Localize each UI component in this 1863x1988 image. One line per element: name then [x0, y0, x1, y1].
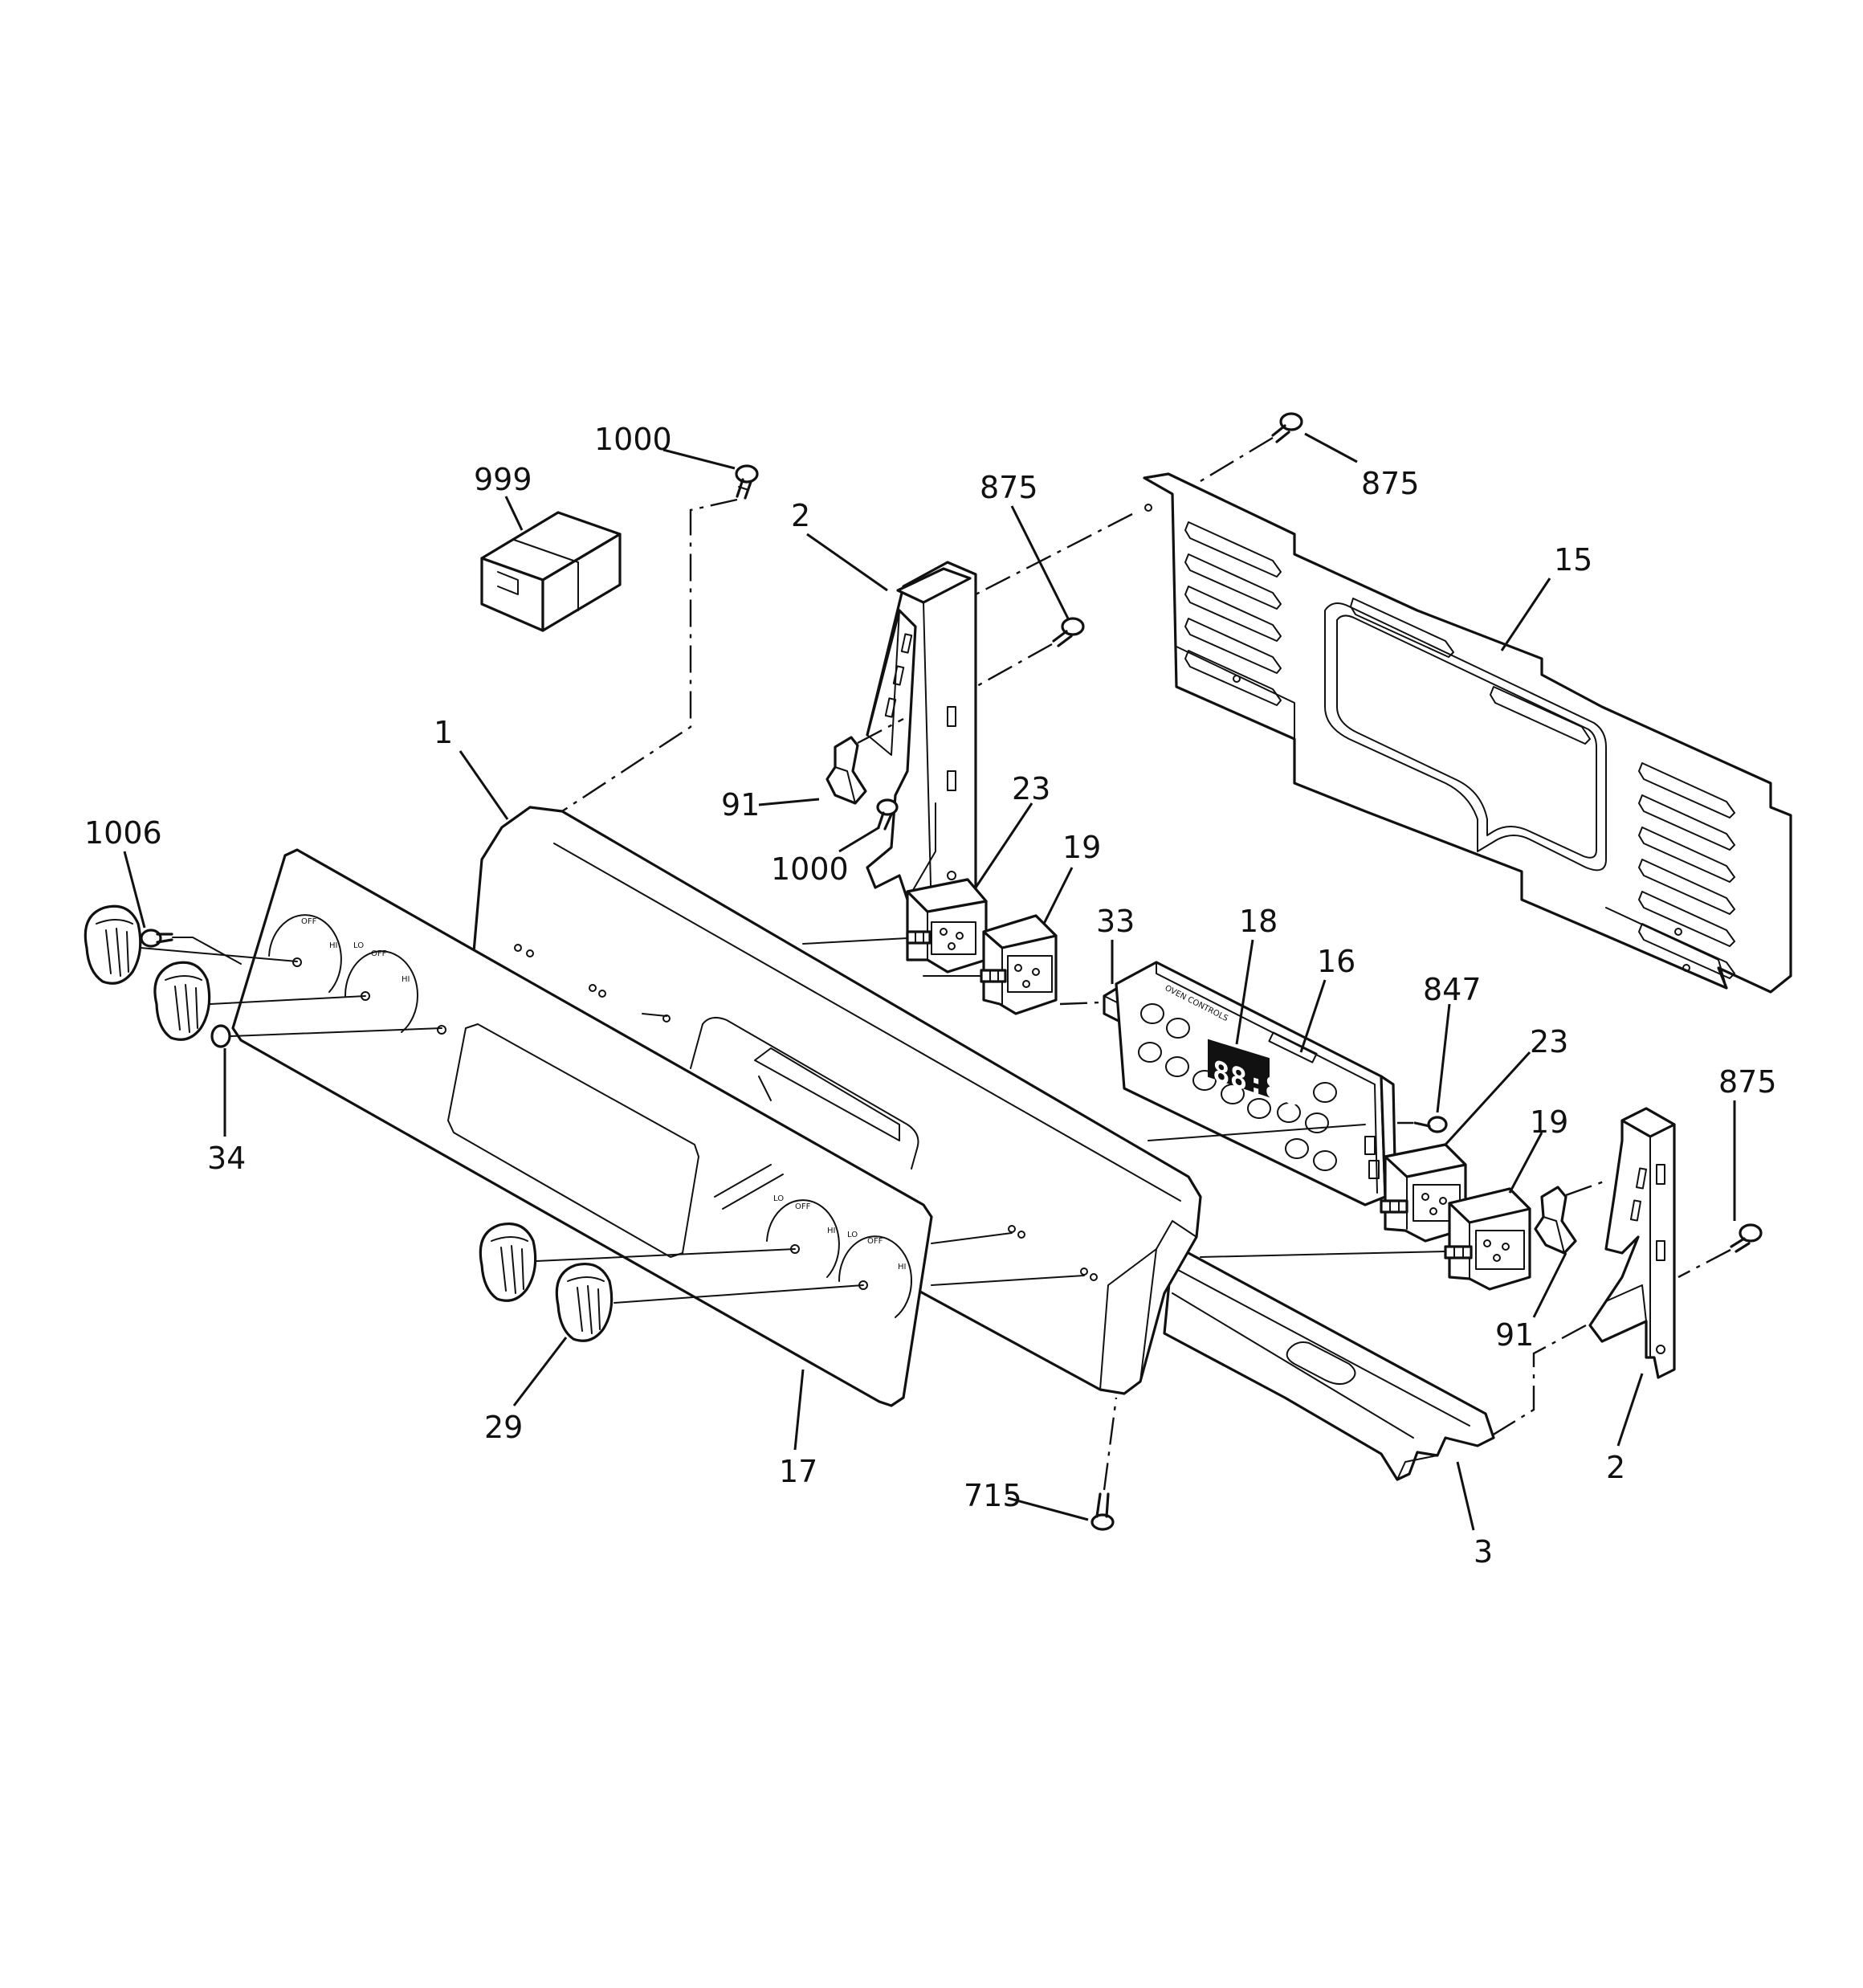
label-lo-2: LO — [353, 941, 364, 950]
axis-hole — [642, 1013, 667, 1017]
callout-875-b: 875 — [1361, 466, 1420, 501]
label-hi-1: HI — [329, 941, 337, 950]
part-19-switch-left — [980, 914, 1058, 1015]
axis-knob-2 — [210, 995, 366, 1005]
part-34-indicator — [210, 1024, 231, 1048]
callout-1006: 1006 — [84, 815, 162, 851]
screw-875-right — [1730, 1223, 1763, 1253]
louvers-right — [1638, 762, 1735, 979]
axis-switch-23-left — [802, 937, 908, 945]
screw-1000-top — [735, 464, 759, 500]
label-off-2: OFF — [371, 949, 387, 958]
callout-17: 17 — [779, 1454, 817, 1489]
label-hi-2: HI — [402, 975, 410, 984]
axis-875-top — [1196, 436, 1274, 485]
louvers-center — [1350, 598, 1591, 745]
callout-23-b: 23 — [1530, 1024, 1568, 1059]
part-91-right-clip — [1534, 1186, 1577, 1255]
callout-999: 999 — [474, 462, 532, 497]
screw-875-mid — [1052, 617, 1085, 647]
callout-19-a: 19 — [1062, 830, 1101, 865]
part-17-control-panel: OFF OFF LO HI HI OFF OFF LO LO HI HI — [231, 848, 933, 1407]
part-23-switch-right — [1380, 1143, 1467, 1243]
part-2-left-endcap — [866, 561, 977, 925]
axis-screw-715 — [1103, 1397, 1118, 1491]
axis-knob-lower-2 — [614, 1284, 864, 1304]
axis-clip-91-right — [1565, 1179, 1607, 1197]
axis-connector-33 — [1059, 1001, 1101, 1006]
label-off-3: OFF — [795, 1202, 811, 1211]
axis-hole-2 — [931, 1232, 1013, 1244]
axis-hole-3 — [931, 1275, 1085, 1286]
axis-switch-19-right — [1200, 1251, 1446, 1258]
callout-labels: 1000 999 875 875 2 15 1 91 1006 1000 23 … — [84, 422, 1777, 1570]
axis-875-right — [1678, 1248, 1731, 1279]
callout-875-c: 875 — [1718, 1064, 1777, 1100]
callout-19-b: 19 — [1530, 1104, 1568, 1140]
axis-875-shield — [975, 512, 1133, 596]
axis-control-board — [1148, 1124, 1366, 1141]
callout-715: 715 — [964, 1478, 1022, 1513]
leader-lines — [123, 432, 1736, 1531]
control-buttons — [1138, 1003, 1337, 1171]
label-lo-4: LO — [847, 1231, 858, 1239]
callout-15: 15 — [1554, 542, 1592, 578]
knob-lower-29 — [555, 1263, 614, 1342]
axis-screw-1006 — [172, 937, 242, 965]
label-hi-4: HI — [898, 1263, 906, 1272]
screw-1000-mid — [876, 798, 899, 831]
screw-1006 — [140, 929, 173, 948]
screw-875-top — [1271, 412, 1303, 443]
louvers-left — [1184, 521, 1282, 706]
knob-lower-1 — [479, 1223, 537, 1302]
callout-16: 16 — [1317, 944, 1355, 979]
axis-knob-lower-1 — [536, 1248, 796, 1262]
knob-upper-left-2 — [153, 961, 211, 1041]
part-23-switch-left — [906, 878, 988, 974]
label-hi-3: HI — [827, 1227, 835, 1235]
knob-upper-left-1 — [84, 904, 142, 985]
axis-screw-1000 — [561, 498, 738, 813]
screw-847 — [1413, 1116, 1448, 1133]
callout-29: 29 — [484, 1410, 523, 1445]
dials-upper: OFF OFF LO HI HI — [268, 914, 418, 1033]
part-999-box — [480, 511, 622, 632]
callout-91-left: 91 — [721, 787, 760, 823]
axis-875-mid — [975, 643, 1053, 688]
label-lo-3: LO — [773, 1194, 784, 1203]
part-2-right-endcap — [1588, 1107, 1676, 1379]
callout-23-a: 23 — [1012, 771, 1050, 806]
callout-1: 1 — [434, 715, 453, 750]
axis-knob-1 — [140, 947, 298, 962]
callout-2-right: 2 — [1606, 1450, 1625, 1485]
label-off-4: OFF — [867, 1237, 883, 1246]
part-3-lower-trim — [1163, 1247, 1495, 1481]
callout-2-left: 2 — [791, 498, 810, 533]
label-off-1: OFF — [301, 917, 317, 926]
axis-clip-91-left — [857, 717, 904, 745]
axis-indicator-34 — [230, 1027, 442, 1037]
part-19-switch-right — [1444, 1187, 1531, 1291]
callout-91-right: 91 — [1495, 1317, 1534, 1353]
screw-715 — [1090, 1492, 1115, 1531]
callout-3: 3 — [1474, 1534, 1493, 1570]
callout-1000-mid: 1000 — [771, 851, 849, 887]
callout-847: 847 — [1423, 972, 1482, 1007]
callout-34: 34 — [207, 1141, 246, 1176]
part-91-left-clip — [826, 736, 867, 805]
dials-lower: OFF OFF LO LO HI HI — [766, 1194, 912, 1318]
callout-18: 18 — [1239, 904, 1278, 939]
callout-875-a: 875 — [980, 470, 1038, 505]
callout-33: 33 — [1096, 904, 1135, 939]
callout-1000-top: 1000 — [594, 422, 672, 457]
axis-endcap-right — [1481, 1324, 1587, 1443]
part-15-rear-shield — [1143, 472, 1792, 994]
